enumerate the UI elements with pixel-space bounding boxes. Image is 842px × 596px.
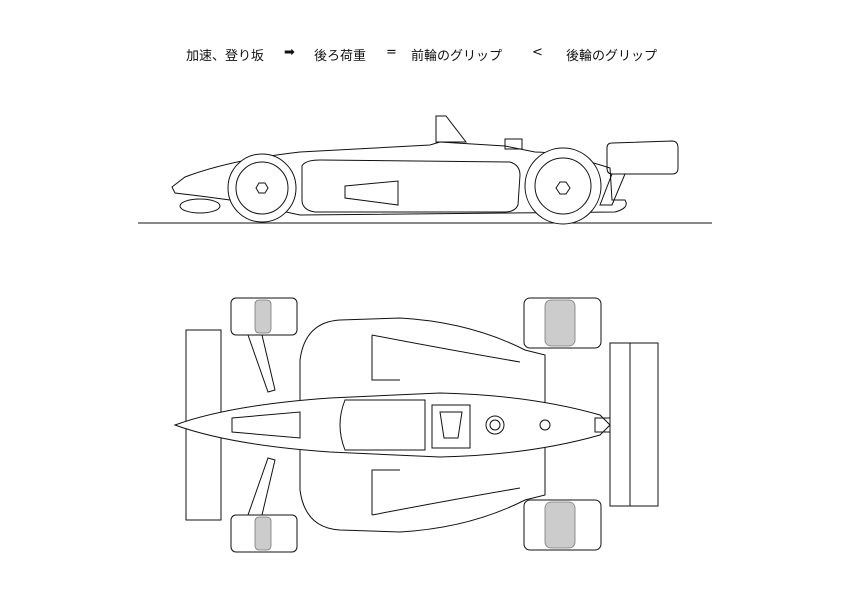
tire-contact-patch <box>254 299 272 334</box>
front-rim <box>235 161 289 215</box>
monocoque-top <box>173 392 611 458</box>
less-than-sign: < <box>532 45 543 60</box>
front-hub-nut <box>255 182 269 194</box>
fuel-cap-inner <box>489 419 501 431</box>
condition-text: 加速、登り坂 <box>186 49 265 64</box>
airbox <box>431 404 471 449</box>
rear-left-wheel-top <box>523 297 602 349</box>
engine-intake <box>504 138 523 150</box>
left-sidepod-inlet <box>371 334 521 381</box>
engine-mount <box>539 419 551 431</box>
top-view-car <box>173 297 659 553</box>
gearbox <box>594 417 611 433</box>
rear-rim <box>534 157 592 215</box>
tire-contact-patch <box>254 516 272 551</box>
front-wing-side <box>179 198 221 214</box>
rear-wing-strut <box>599 173 626 206</box>
rear-right-wheel-top <box>523 499 602 551</box>
equals-sign: = <box>386 45 397 60</box>
rear-grip-text: 後輪のグリップ <box>566 49 658 64</box>
right-sidepod-inlet <box>371 469 521 516</box>
roll-hoop <box>435 115 468 143</box>
arrow-icon: ➡ <box>284 45 295 60</box>
rear-hub-nut <box>555 181 571 195</box>
fuel-cap <box>485 415 505 435</box>
tire-contact-patch <box>544 299 576 347</box>
tire-contact-patch <box>544 501 576 549</box>
sidepod-inlet <box>344 180 399 206</box>
sidepod <box>301 159 521 213</box>
front-wheel-side <box>227 153 297 223</box>
sidepods-top <box>299 317 546 533</box>
cockpit-opening <box>339 399 426 451</box>
front-left-wheel-top <box>230 297 298 336</box>
result-text: 後ろ荷重 <box>314 49 367 64</box>
front-right-wheel-top <box>230 514 298 553</box>
side-view-car <box>138 115 712 225</box>
nose-panel <box>231 411 301 439</box>
rear-wing-side <box>606 140 679 175</box>
rear-wheel-side <box>524 147 602 225</box>
rear-wing-top <box>609 342 659 507</box>
front-grip-text: 前輪のグリップ <box>411 49 503 64</box>
